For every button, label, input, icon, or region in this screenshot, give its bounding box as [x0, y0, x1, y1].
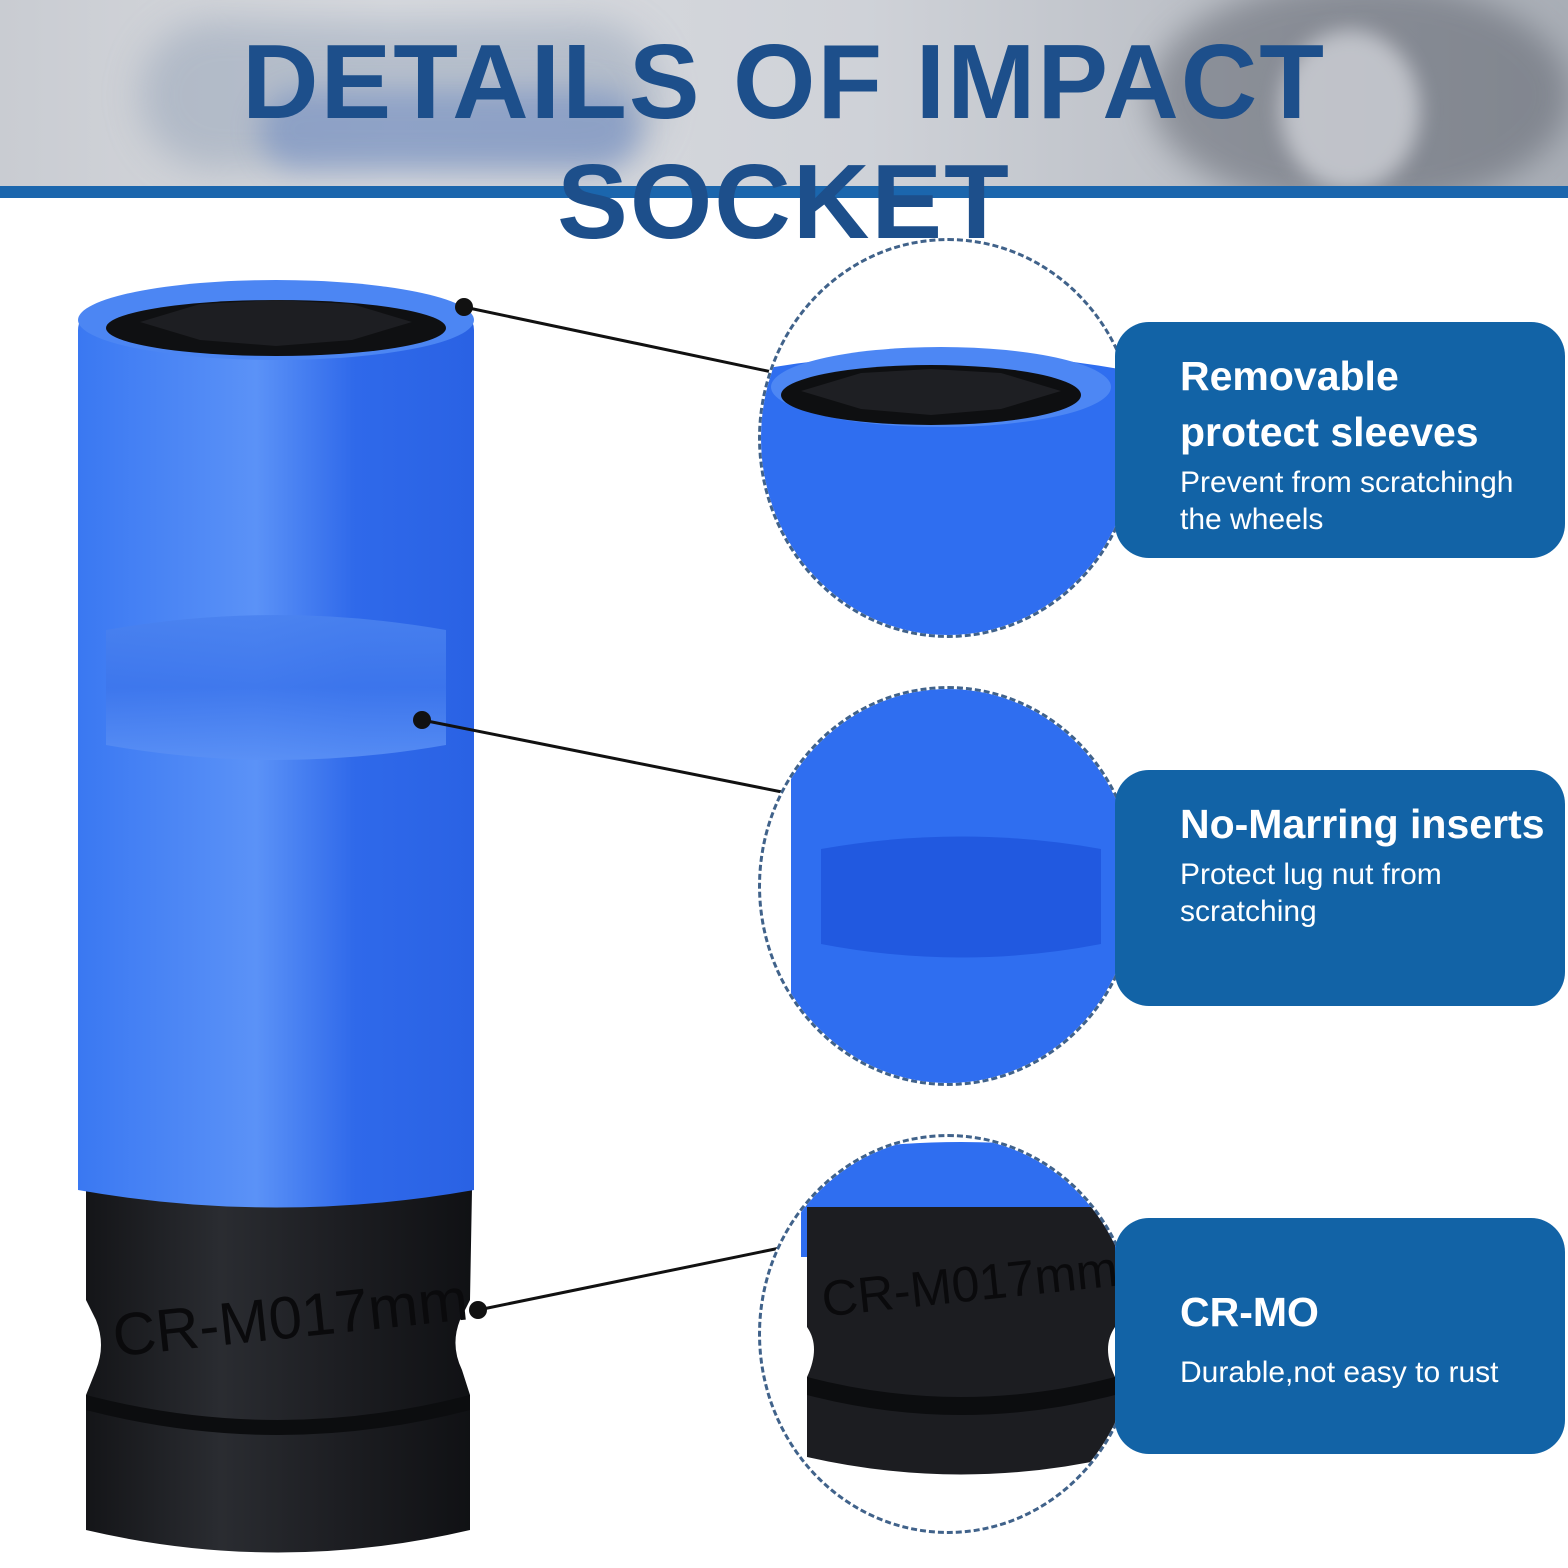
detail-circle-sleeve — [758, 238, 1138, 638]
impact-socket-image: CR-M017mm — [78, 280, 474, 1553]
feature-title: Removable protect sleeves — [1180, 353, 1479, 455]
feature-title: No-Marring inserts — [1180, 801, 1545, 847]
feature-description: Protect lug nut from scratching — [1180, 858, 1442, 928]
detail-circle-steel: CR-M017mm — [758, 1134, 1138, 1534]
feature-card-crmo: CR-MO Durable,not easy to rust — [1115, 1218, 1565, 1454]
feature-description: Durable,not easy to rust — [1180, 1356, 1499, 1389]
feature-card-sleeves: Removable protect sleeves Prevent from s… — [1115, 322, 1565, 558]
detail-circle-insert — [758, 686, 1138, 1086]
feature-description: Prevent from scratchingh the wheels — [1180, 466, 1514, 536]
feature-card-inserts: No-Marring inserts Protect lug nut from … — [1115, 770, 1565, 1006]
feature-title: CR-MO — [1180, 1289, 1319, 1335]
header-rule — [0, 186, 1568, 198]
header-banner — [0, 0, 1568, 186]
page-title: DETAILS OF IMPACT SOCKET — [241, 23, 1327, 261]
